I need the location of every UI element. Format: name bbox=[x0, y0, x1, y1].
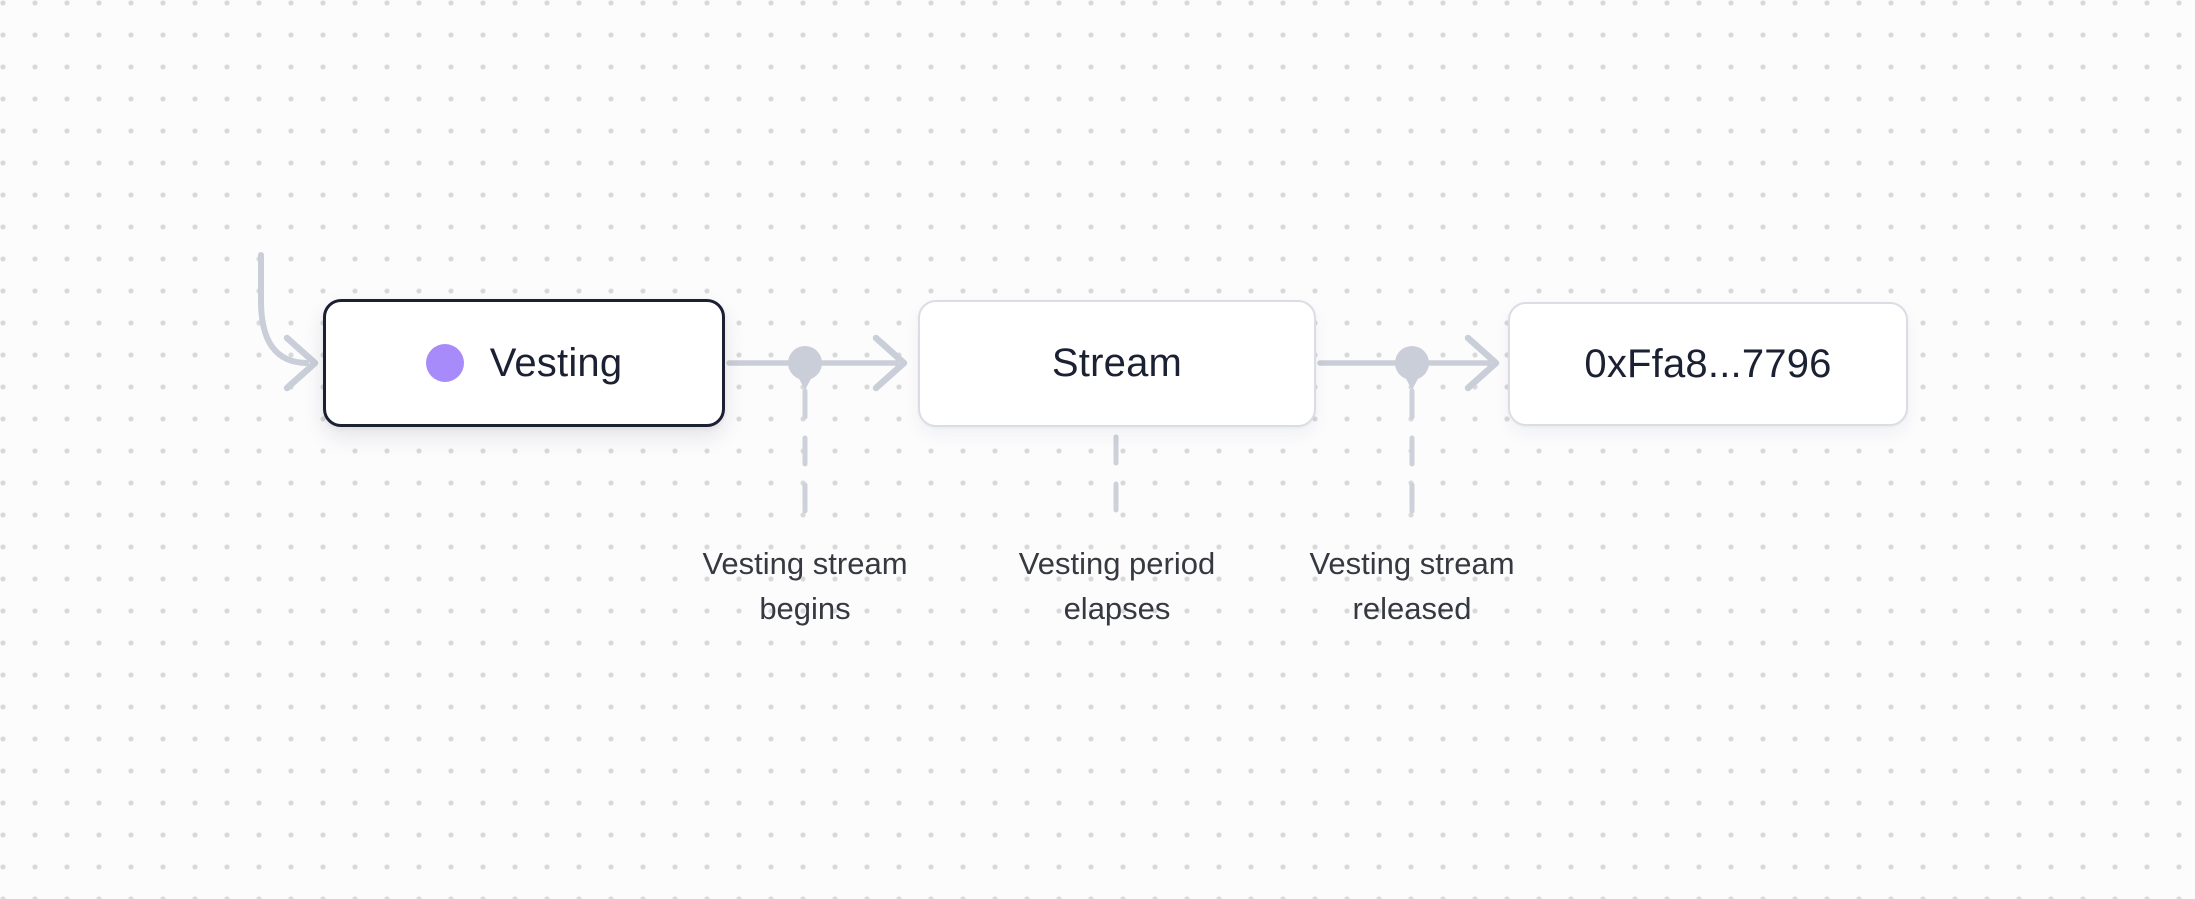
milestone-tail-icon bbox=[1404, 375, 1420, 390]
edge-vesting-stream bbox=[726, 334, 908, 392]
annotation-vesting-stream-released: Vesting stream released bbox=[1309, 546, 1515, 626]
node-vesting[interactable]: Vesting bbox=[323, 299, 725, 427]
edge-arrowhead-icon bbox=[1464, 334, 1500, 392]
entry-arrowhead-icon bbox=[283, 334, 319, 392]
edge-arrowhead-icon bbox=[872, 334, 908, 392]
edge-stream-address bbox=[1317, 334, 1500, 392]
milestone-circle-icon bbox=[1395, 346, 1429, 380]
node-stream[interactable]: Stream bbox=[918, 300, 1316, 427]
milestone-marker-begins bbox=[788, 346, 822, 390]
annotation-vesting-stream-begins: Vesting stream begins bbox=[702, 546, 908, 626]
milestone-tail-icon bbox=[797, 375, 813, 390]
annotation-vesting-period-elapses: Vesting period elapses bbox=[1018, 546, 1216, 626]
node-address-label: 0xFfa8...7796 bbox=[1584, 341, 1832, 386]
entry-arrow-icon bbox=[258, 252, 319, 392]
milestone-marker-released bbox=[1395, 346, 1429, 390]
milestone-circle-icon bbox=[788, 346, 822, 380]
entry-arrow-curve bbox=[258, 252, 309, 366]
node-address[interactable]: 0xFfa8...7796 bbox=[1508, 302, 1908, 426]
node-stream-label: Stream bbox=[1051, 341, 1183, 385]
node-vesting-label: Vesting bbox=[489, 340, 623, 385]
status-dot-icon bbox=[425, 344, 464, 382]
